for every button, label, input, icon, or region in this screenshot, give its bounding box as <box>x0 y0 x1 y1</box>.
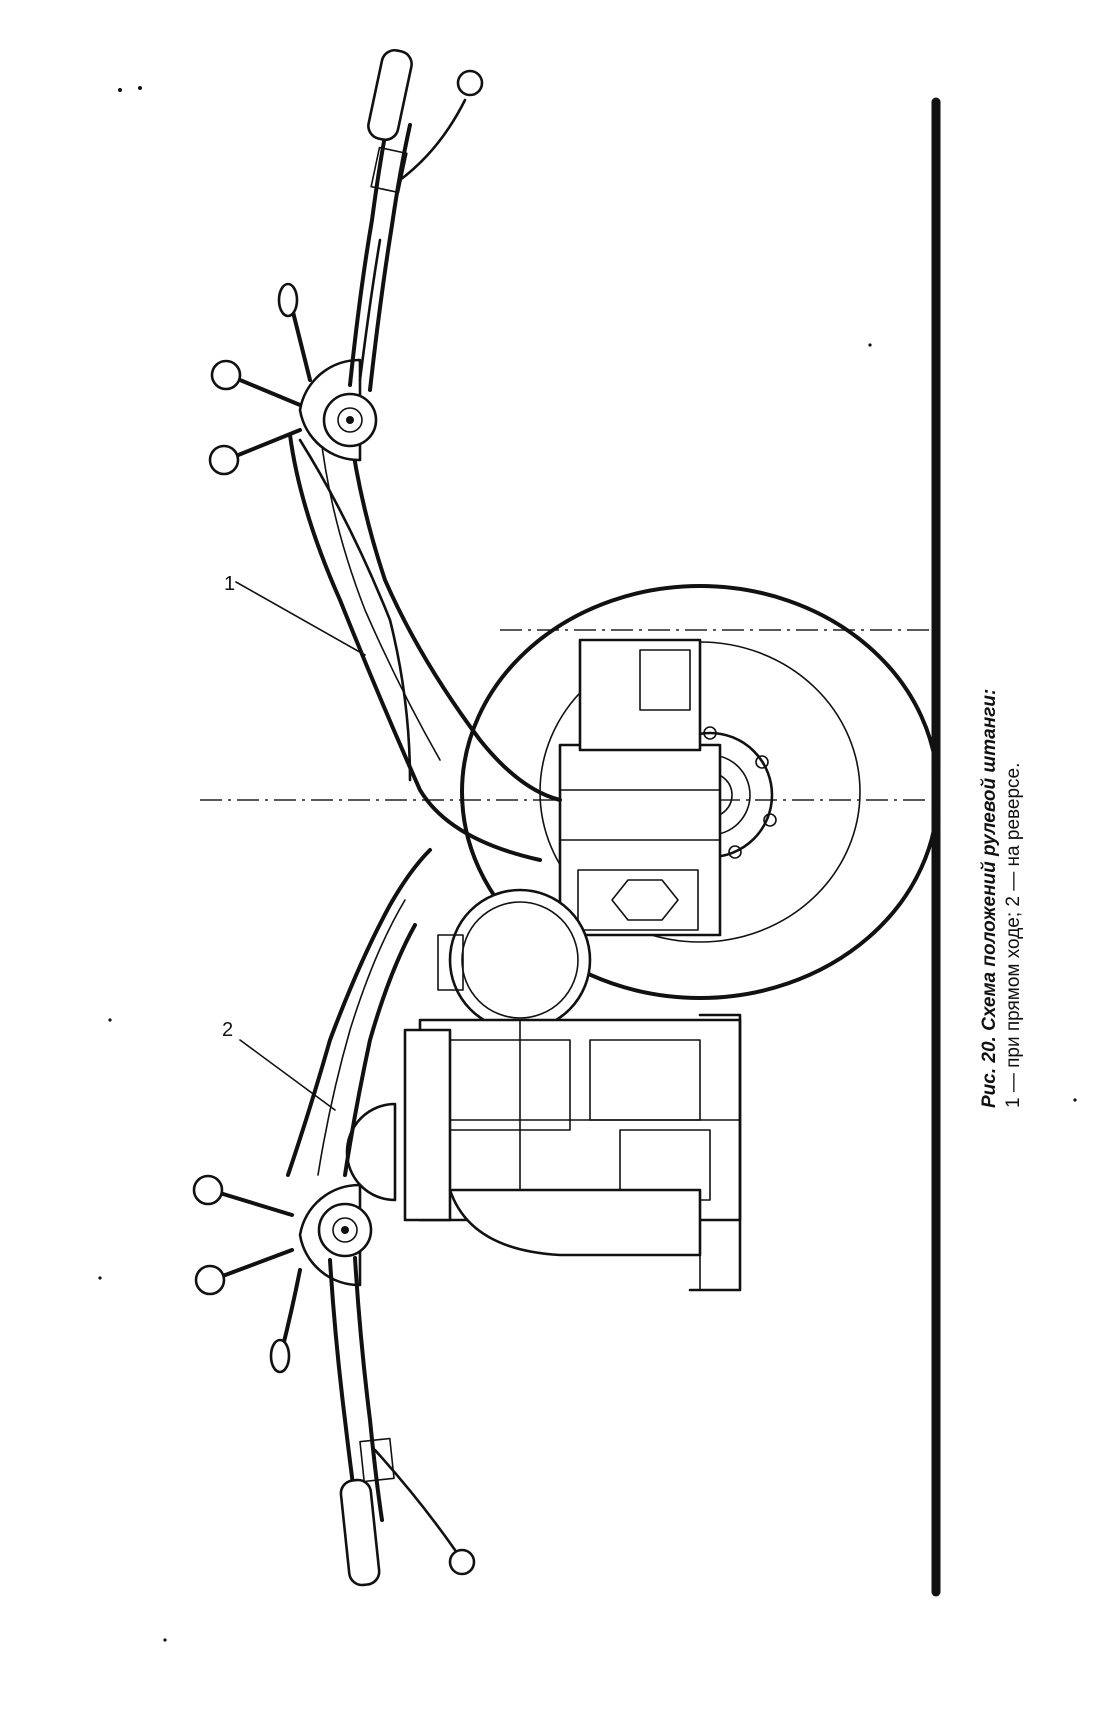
upper-handlebar <box>348 48 484 392</box>
caption-title: Схема положений рулевой штанги: <box>979 688 1000 1031</box>
caption-title-line: Рис. 20. Схема положений рулевой штанги: <box>978 588 1002 1108</box>
cylinder-housing <box>448 1188 702 1257</box>
lower-handlebar <box>328 1256 476 1587</box>
callout-1-label: 1 <box>224 573 235 595</box>
scan-specks <box>98 86 1077 1642</box>
steering-rod-position-2 <box>286 848 432 1177</box>
callout-2-label: 2 <box>222 1019 233 1041</box>
steering-rod-position-1 <box>288 428 562 862</box>
lower-pivot-hub <box>298 1183 373 1287</box>
lower-control-levers <box>192 1174 302 1374</box>
upper-control-levers <box>208 282 312 476</box>
callout-1: 1 <box>224 573 366 656</box>
caption-prefix: Рис. 20. <box>979 1036 1000 1108</box>
upper-pivot-hub <box>298 358 378 462</box>
caption-legend: 1 — при прямом ходе; 2 — на реверсе. <box>1003 762 1024 1108</box>
gearbox <box>558 638 722 937</box>
callout-2: 2 <box>222 1019 336 1111</box>
engine-block <box>418 1013 742 1292</box>
clutch-housing <box>437 888 592 1032</box>
figure-caption: Рис. 20. Схема положений рулевой штанги:… <box>978 588 1026 1108</box>
air-filter <box>345 1028 452 1222</box>
